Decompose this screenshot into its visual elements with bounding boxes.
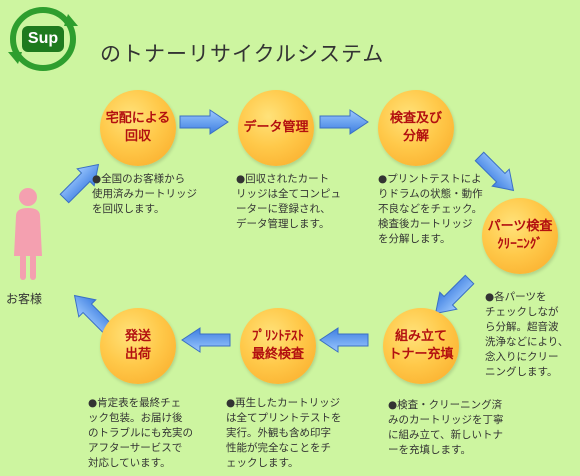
step-3-description: ●プリントテストによ りドラムの状態・動作 不良などをチェック。 検査後カートリ… xyxy=(378,173,483,245)
arrow-3-4 xyxy=(474,151,515,192)
arrow-customer-1 xyxy=(59,163,100,204)
customer-figure-icon xyxy=(14,188,42,280)
page-title: のトナーリサイクルシステム xyxy=(100,42,385,66)
step-6-description: ●再生したカートリッジ は全てプリントテストを 実行。外観も含め印字 性能が完全… xyxy=(226,397,342,469)
arrow-5-6 xyxy=(319,327,369,353)
step-5-label: 組み立て トナー充填 xyxy=(388,329,454,362)
arrow-1-2 xyxy=(179,109,229,135)
step-2-description: ●回収されたカート リッジは全てコンピュ ーターに登録され、 データ管理します。 xyxy=(236,173,341,230)
step-5-assembly: 組み立て トナー充填 xyxy=(383,308,459,384)
step-4-parts-inspection: パーツ検査 ｸﾘｰﾆﾝｸﾞ xyxy=(482,198,558,274)
step-4-description: ●各パーツを チェックしなが ら分解。超音波 洗浄などにより、 念入りにクリー … xyxy=(485,291,569,378)
arrow-2-3 xyxy=(319,109,369,135)
sup-logo: Sup xyxy=(6,6,80,72)
step-7-label: 発送 出荷 xyxy=(124,329,151,362)
step-3-inspection: 検査及び 分解 xyxy=(378,90,454,166)
arrow-4-5 xyxy=(434,274,475,315)
step-2-data-management: データ管理 xyxy=(238,90,314,166)
step-6-label: ﾌﾟﾘﾝﾄﾃｽﾄ 最終検査 xyxy=(251,329,304,362)
step-7-shipping: 発送 出荷 xyxy=(100,308,176,384)
step-4-label: パーツ検査 ｸﾘｰﾆﾝｸﾞ xyxy=(487,219,553,252)
step-5-description: ●検査・クリーニング済 みのカートリッジを丁寧 に組み立て、新しいトナ ーを充填… xyxy=(388,399,504,456)
arrow-6-7 xyxy=(181,327,231,353)
step-1-description: ●全国のお客様から 使用済みカートリッジ を回収します。 xyxy=(92,173,197,215)
step-2-label: データ管理 xyxy=(243,120,309,135)
customer-label: お客様 xyxy=(6,292,43,306)
logo-text: Sup xyxy=(22,26,64,52)
step-1-label: 宅配による 回収 xyxy=(105,111,171,144)
step-3-label: 検査及び 分解 xyxy=(389,111,442,144)
recycle-ring-icon xyxy=(8,7,78,71)
step-1-collection: 宅配による 回収 xyxy=(100,90,176,166)
step-6-final-test: ﾌﾟﾘﾝﾄﾃｽﾄ 最終検査 xyxy=(240,308,316,384)
step-7-description: ●肯定表を最終チェ ック包装。お届け後 のトラブルにも充実の アフターサービスで… xyxy=(88,397,193,469)
